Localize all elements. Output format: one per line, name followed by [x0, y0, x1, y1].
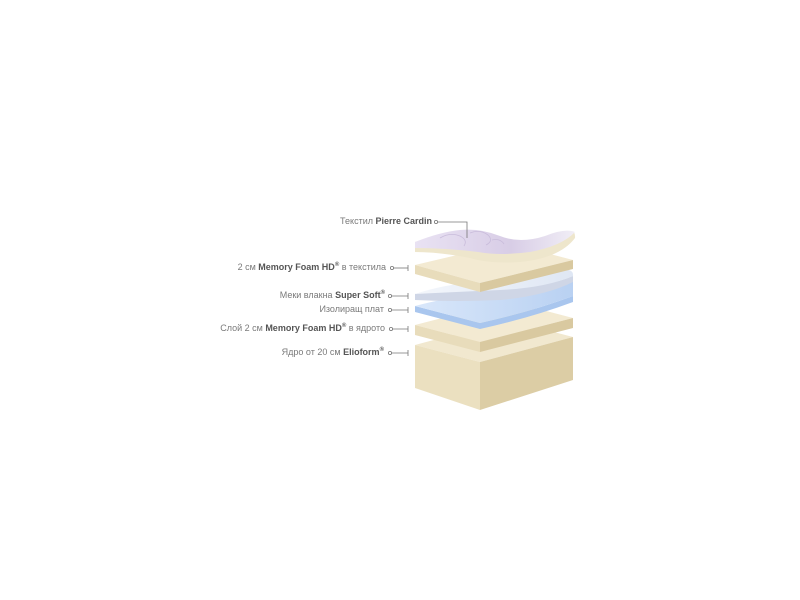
label-soft-fibers-prefix: Меки влакна — [279, 290, 336, 300]
label-core-memory-foam-reg: ® — [341, 323, 347, 329]
label-core-memory-foam: Слой 2 см Memory Foam HD® в ядрото — [220, 323, 385, 333]
label-textile-memory-foam: 2 см Memory Foam HD® в текстила — [238, 262, 386, 272]
label-textile-memory-foam-reg: ® — [334, 262, 340, 268]
label-textile-memory-foam-suffix: в текстила — [339, 262, 386, 272]
label-textile-prefix: Текстил — [340, 216, 376, 226]
label-core-brand: Elioform — [343, 347, 380, 357]
label-core-memory-foam-suffix: в ядрото — [346, 323, 385, 333]
textile-layer — [415, 229, 576, 263]
label-core-memory-foam-prefix: Слой 2 см — [220, 323, 266, 333]
label-core: Ядро от 20 см Elioform® — [282, 347, 384, 357]
label-core-memory-foam-brand: Memory Foam HD — [265, 323, 342, 333]
leader-lines — [387, 219, 468, 356]
label-core-reg: ® — [379, 347, 384, 353]
label-textile-brand: Pierre Cardin — [375, 216, 432, 226]
label-textile-memory-foam-brand: Memory Foam HD — [258, 262, 335, 272]
label-soft-fibers: Меки влакна Super Soft® — [280, 290, 385, 300]
label-insulation: Изолиращ плат — [319, 304, 384, 314]
label-soft-fibers-reg: ® — [380, 290, 385, 296]
label-core-prefix: Ядро от 20 см — [281, 347, 344, 357]
label-textile: Текстил Pierre Cardin — [340, 216, 432, 226]
label-insulation-text: Изолиращ плат — [319, 304, 384, 314]
label-textile-memory-foam-prefix: 2 см — [237, 262, 259, 272]
label-soft-fibers-brand: Super Soft — [335, 290, 381, 300]
